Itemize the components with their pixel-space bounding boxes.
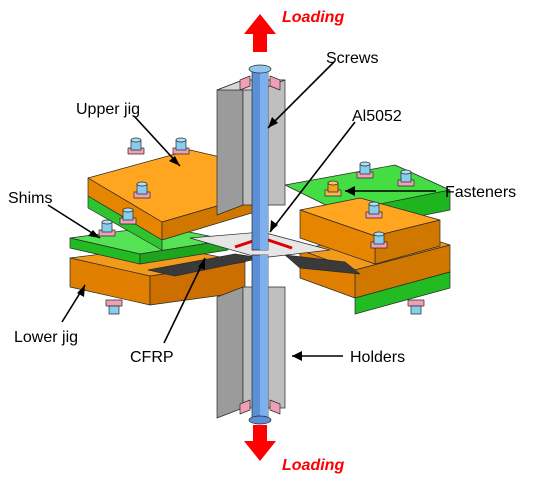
fastener-bolt-3	[133, 181, 151, 199]
fastener-bolt-4	[119, 207, 137, 225]
leader-arrowheads	[77, 117, 355, 361]
al5052-label: Al5052	[352, 108, 402, 125]
loading-label-bottom: Loading	[282, 457, 344, 474]
lower-jig-label: Lower jig	[14, 329, 78, 346]
fastener-bolt-2	[172, 137, 190, 155]
fastener-bolt-7	[397, 169, 415, 187]
right-lower-shim	[354, 271, 451, 315]
upper-holder	[216, 79, 286, 216]
fastener-bolt-1	[127, 137, 145, 155]
upper-jig-label: Upper jig	[76, 101, 140, 118]
fasteners-label: Fasteners	[445, 184, 516, 201]
fastener-bolt-11	[105, 299, 123, 315]
fastener-bolt-10	[370, 231, 388, 249]
loading-arrow-up	[244, 14, 276, 52]
holders-label: Holders	[350, 349, 405, 366]
right-jig-assembly	[189, 164, 451, 315]
leader-lines	[47, 61, 436, 357]
fastener-bolt-12	[407, 299, 425, 315]
cfrp-plate-right	[284, 254, 361, 275]
right-upper-jig-side	[299, 209, 376, 265]
loading-arrow-down	[244, 425, 276, 461]
fastener-bolt-5	[98, 219, 116, 237]
left-shim-side	[139, 239, 229, 265]
fasteners	[98, 137, 425, 315]
lower-holder	[216, 286, 286, 419]
fastener-bolt-9	[365, 201, 383, 219]
loading-label-top: Loading	[282, 9, 344, 26]
screw-lower	[239, 254, 281, 425]
screws-label: Screws	[326, 50, 378, 67]
fastener-bolt-8	[324, 180, 342, 197]
screw-upper	[239, 64, 281, 251]
cfrp-label: CFRP	[130, 349, 174, 366]
fastener-bolt-6	[356, 161, 374, 179]
shims-label: Shims	[8, 190, 52, 207]
